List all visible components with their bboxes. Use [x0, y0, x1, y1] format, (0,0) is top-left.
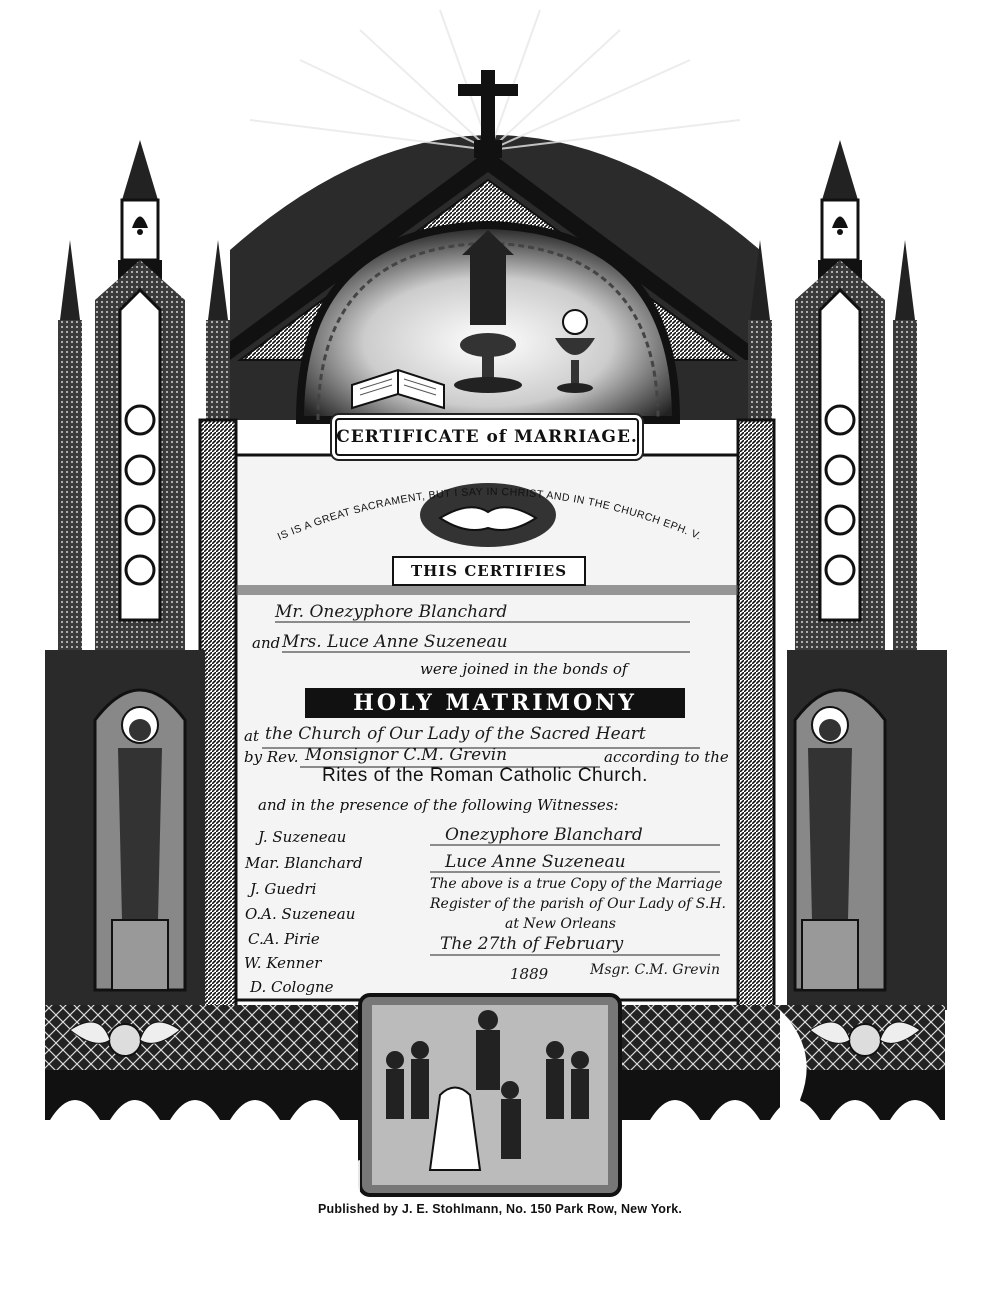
- scripture-verse-text: THIS IS A GREAT SACRAMENT, BUT I SAY IN …: [266, 451, 703, 543]
- scripture-verse: THIS IS A GREAT SACRAMENT, BUT I SAY IN …: [266, 451, 710, 550]
- open-book-icon: [351, 368, 445, 410]
- presence-text: and in the presence of the following Wit…: [258, 796, 619, 814]
- by-rev-label: by Rev.: [244, 748, 299, 766]
- handshake-icon: [420, 483, 556, 547]
- witness-5: C.A. Pirie: [248, 930, 320, 948]
- bride-name: Mrs. Luce Anne Suzeneau: [282, 632, 508, 652]
- holy-matrimony-banner: HOLY MATRIMONY: [305, 688, 685, 718]
- copy-note-line-3: at New Orleans: [505, 916, 616, 932]
- monstrance-icon: [454, 230, 522, 393]
- according-label: according to the: [604, 748, 729, 766]
- left-saint-niche: [45, 650, 205, 1010]
- bell-icon: [832, 216, 848, 235]
- groom-signature: Onezyphore Blanchard: [445, 825, 643, 845]
- church-name: the Church of Our Lady of the Sacred Hea…: [265, 724, 646, 744]
- bride-signature: Luce Anne Suzeneau: [445, 852, 626, 872]
- rites-text: Rites of the Roman Catholic Church.: [322, 765, 648, 786]
- year: 1889: [510, 965, 549, 983]
- svg-text:THIS IS A GREAT SACRAMENT, BUT: THIS IS A GREAT SACRAMENT, BUT I SAY IN …: [270, 460, 703, 543]
- right-angel-icon: [809, 1021, 921, 1057]
- date-line: The 27th of February: [440, 934, 624, 954]
- copy-note-line-1: The above is a true Copy of the Marriage: [430, 876, 723, 892]
- cross-icon: [458, 70, 518, 158]
- joined-text: were joined in the bonds of: [420, 660, 628, 678]
- torn-area: [780, 1010, 992, 1292]
- chalice-icon: [555, 309, 595, 393]
- right-saint-niche: [787, 650, 947, 1010]
- copy-note-line-2: Register of the parish of Our Lady of S.…: [430, 896, 726, 912]
- tympanum-altar-scene: [295, 220, 681, 424]
- witness-4: O.A. Suzeneau: [245, 905, 356, 923]
- wedding-ceremony-scene: [358, 993, 622, 1197]
- and-label: and: [252, 634, 281, 652]
- witness-2: Mar. Blanchard: [245, 854, 363, 872]
- witness-3: J. Guedri: [250, 880, 317, 898]
- signer-name: Msgr. C.M. Grevin: [590, 962, 720, 978]
- witness-1: J. Suzeneau: [258, 828, 347, 846]
- certificate-title: CERTIFICATE of MARRIAGE.: [335, 418, 639, 456]
- publisher-imprint: Published by J. E. Stohlmann, No. 150 Pa…: [318, 1202, 683, 1216]
- left-angel-icon: [69, 1021, 181, 1057]
- groom-name: Mr. Onezyphore Blanchard: [275, 602, 508, 622]
- witness-7: D. Cologne: [250, 978, 334, 996]
- witness-6: W. Kenner: [244, 954, 322, 972]
- this-certifies-label: THIS CERTIFIES: [392, 556, 586, 586]
- bell-icon: [132, 216, 148, 235]
- at-label: at: [244, 727, 259, 745]
- officiant-name: Monsignor C.M. Grevin: [305, 745, 508, 765]
